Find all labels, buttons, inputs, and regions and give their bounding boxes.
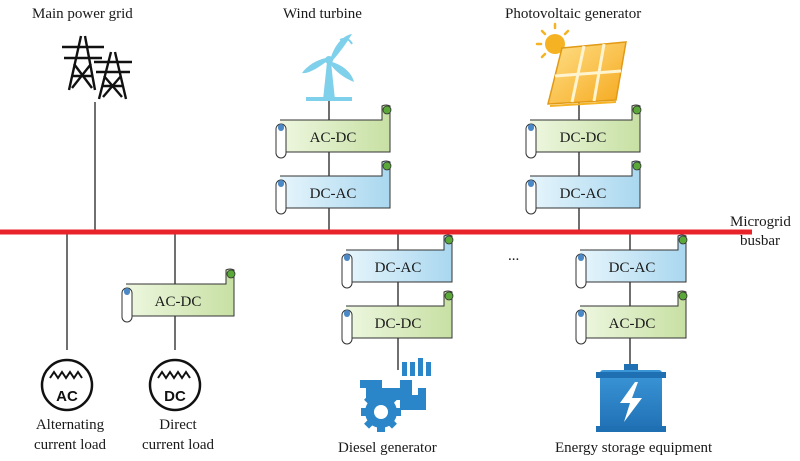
converter-wind-upper: AC-DC <box>275 104 392 159</box>
converter-diesel-lower: DC-DC <box>341 290 454 345</box>
power-tower-icon <box>62 35 132 100</box>
svg-text:DC-AC: DC-AC <box>560 186 607 202</box>
ac-load-icon: AC <box>40 358 94 412</box>
svg-text:AC-DC: AC-DC <box>310 130 357 146</box>
diesel-generator-label: Diesel generator <box>338 440 437 456</box>
converter-pv-upper: DC-DC <box>525 104 642 159</box>
converter-storage-lower: AC-DC <box>575 290 688 345</box>
gear-icon <box>361 392 401 432</box>
svg-text:DC-AC: DC-AC <box>375 260 422 276</box>
lightning-bolt-icon <box>620 382 642 422</box>
dc-load-label-line2: current load <box>141 437 215 453</box>
svg-text:AC-DC: AC-DC <box>155 294 202 310</box>
converter-dc-load: AC-DC <box>121 268 236 323</box>
svg-text:AC-DC: AC-DC <box>609 316 656 332</box>
converter-wind-lower: DC-AC <box>275 160 392 215</box>
svg-text:DC-DC: DC-DC <box>375 316 422 332</box>
wind-turbine-label: Wind turbine <box>283 6 362 22</box>
converter-diesel-upper: DC-AC <box>341 234 454 289</box>
solar-panel-icon <box>535 22 627 107</box>
converters: AC-DC DC-AC DC-DC DC-AC <box>121 104 688 345</box>
dc-load-label-line1: Direct <box>159 417 197 433</box>
battery-icon <box>596 364 666 432</box>
converter-storage-upper: DC-AC <box>575 234 688 289</box>
energy-storage-label: Energy storage equipment <box>555 440 713 456</box>
svg-text:DC-AC: DC-AC <box>609 260 656 276</box>
microgrid-busbar-label-line2: busbar <box>740 233 780 249</box>
converter-pv-lower: DC-AC <box>525 160 642 215</box>
svg-text:DC-DC: DC-DC <box>560 130 607 146</box>
ac-load-label-line2: current load <box>33 437 107 453</box>
wind-turbine-icon <box>302 34 354 101</box>
svg-text:DC-AC: DC-AC <box>310 186 357 202</box>
dc-load-icon: DC <box>148 358 202 412</box>
diesel-generator-icon <box>360 358 431 432</box>
ac-load-label-line1: Alternating <box>35 417 105 433</box>
main-power-grid-label: Main power grid <box>32 6 133 22</box>
ac-symbol-text: AC <box>56 388 78 405</box>
photovoltaic-generator-label: Photovoltaic generator <box>505 6 642 22</box>
dc-symbol-text: DC <box>164 388 186 405</box>
sun-icon <box>535 22 570 59</box>
microgrid-busbar-label-line1: Microgrid <box>730 214 791 230</box>
ellipsis-label: ... <box>508 248 520 264</box>
